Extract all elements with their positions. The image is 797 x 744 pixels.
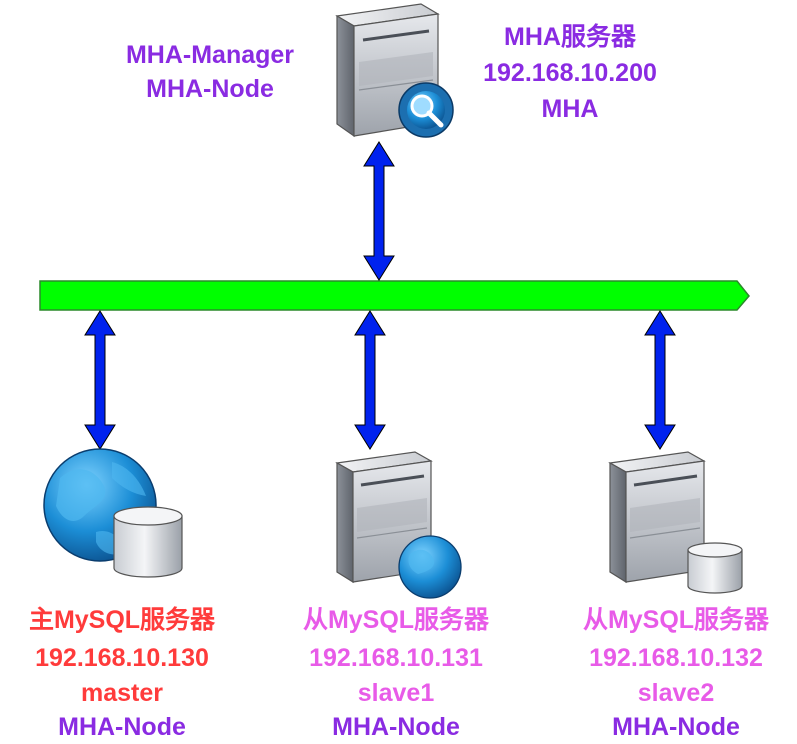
slave2-database-icon: [687, 542, 743, 594]
master-ip: 192.168.10.130: [35, 644, 209, 672]
link-arrow-master: [84, 310, 116, 450]
mha-server-icon: [335, 3, 440, 138]
slave2-name: slave2: [637, 679, 715, 707]
slave2-ip: 192.168.10.132: [589, 644, 763, 672]
network-bus: [39, 280, 750, 311]
link-arrow-slave1: [354, 310, 386, 450]
slave1-ip: 192.168.10.131: [309, 644, 483, 672]
slave1-name: slave1: [357, 679, 435, 707]
manager-ip: 192.168.10.200: [483, 59, 657, 87]
magnifier-icon: [398, 82, 454, 138]
manager-role-label-1: MHA-Manager: [125, 41, 295, 69]
slave1-role: MHA-Node: [332, 713, 460, 741]
slave1-globe-icon: [398, 535, 462, 599]
slave1-title: 从MySQL服务器: [302, 606, 490, 634]
master-role: MHA-Node: [58, 713, 186, 741]
master-name: master: [81, 679, 163, 707]
manager-title: MHA服务器: [504, 23, 636, 51]
master-database-icon: [113, 506, 183, 578]
slave2-title: 从MySQL服务器: [582, 606, 770, 634]
master-title: 主MySQL服务器: [28, 606, 216, 634]
manager-role-label-2: MHA-Node: [146, 75, 274, 103]
manager-name: MHA: [541, 95, 599, 123]
slave2-role: MHA-Node: [612, 713, 740, 741]
link-arrow-manager: [363, 141, 395, 281]
slave2-server-icon: [608, 451, 706, 584]
link-arrow-slave2: [644, 310, 676, 450]
